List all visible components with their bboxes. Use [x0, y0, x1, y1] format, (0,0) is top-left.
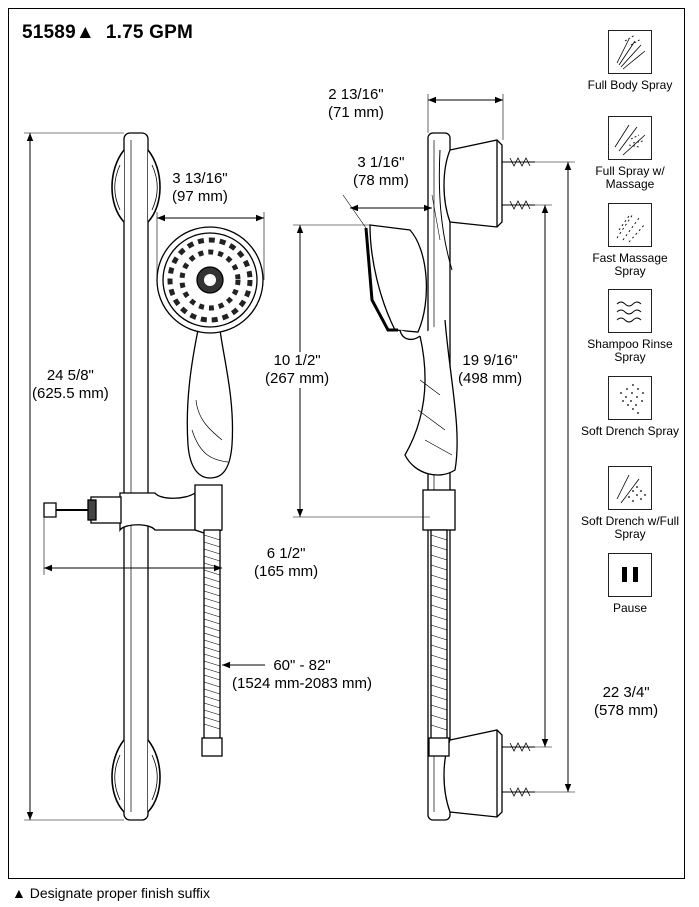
page-title: 51589▲ 1.75 GPM [22, 22, 193, 44]
spray-mode-label: Full Spray w/ Massage [595, 164, 665, 191]
lower-mount [443, 729, 503, 818]
flow-rate: 1.75 GPM [105, 22, 193, 43]
soft-drench-full-spray-icon [608, 466, 652, 510]
model-number: 51589 [22, 22, 76, 43]
upper-bracket [111, 149, 125, 223]
dim-bracket-depth: 2 13/16"(71 mm) [328, 86, 384, 121]
hose [203, 529, 221, 741]
handle [186, 329, 234, 479]
spray-mode-label: Pause [612, 601, 648, 615]
fast-massage-spray-icon [608, 203, 652, 247]
dim-head-depth: 3 1/16"(78 mm) [353, 154, 409, 189]
soft-drench-spray-icon [608, 376, 652, 420]
spray-mode-label: Soft Drench w/Full Spray [580, 514, 680, 541]
side-view [364, 132, 535, 821]
full-body-spray-icon [608, 30, 652, 74]
slider [119, 491, 196, 533]
footnote-text: Designate proper finish suffix [29, 885, 211, 901]
dim-head-diameter: 3 13/16"(97 mm) [172, 170, 228, 205]
spray-mode-label: Soft Drench Spray [580, 424, 680, 438]
dim-overall-height: 22 3/4"(578 mm) [594, 684, 659, 720]
dimension-lines [24, 94, 575, 821]
slide-bar [123, 132, 149, 821]
finish-marker: ▲ [75, 22, 95, 43]
dim-wall-offset: 6 1/2"(165 mm) [254, 545, 319, 581]
finish-marker: ▲ [12, 885, 26, 901]
side-handle [404, 319, 458, 476]
lower-bracket [111, 739, 125, 813]
spray-mode-pause: Pause [580, 553, 680, 615]
dim-handshower-length: 10 1/2"(267 mm) [265, 352, 330, 388]
spray-mode-soft-drench: Soft Drench Spray [580, 376, 680, 438]
spray-mode-soft-drench-full: Soft Drench w/Full Spray [580, 466, 680, 541]
spray-mode-label: Shampoo Rinse Spray [587, 337, 673, 364]
shampoo-rinse-spray-icon [608, 289, 652, 333]
spray-mode-full-body: Full Body Spray [580, 30, 680, 92]
full-spray-massage-icon [608, 116, 652, 160]
side-head [369, 224, 427, 333]
spray-mode-fast-massage: Fast Massage Spray [580, 203, 680, 278]
spray-mode-shampoo-rinse: Shampoo Rinse Spray [580, 289, 680, 364]
footnote: ▲ Designate proper finish suffix [12, 885, 210, 901]
dim-overall-bar: 24 5/8"(625.5 mm) [32, 367, 109, 403]
spray-mode-label: Fast Massage Spray [592, 251, 668, 278]
drawing-frame [8, 8, 685, 879]
upper-mount [443, 139, 503, 228]
dim-mount-spacing: 19 9/16"(498 mm) [458, 352, 523, 388]
dim-hose-length: 60" - 82"(1524 mm-2083 mm) [232, 657, 373, 692]
spray-mode-full-massage: Full Spray w/ Massage [580, 116, 680, 191]
pause-icon [608, 553, 652, 597]
front-view [43, 132, 264, 821]
spray-mode-label: Full Body Spray [587, 78, 673, 92]
screws [502, 157, 535, 797]
